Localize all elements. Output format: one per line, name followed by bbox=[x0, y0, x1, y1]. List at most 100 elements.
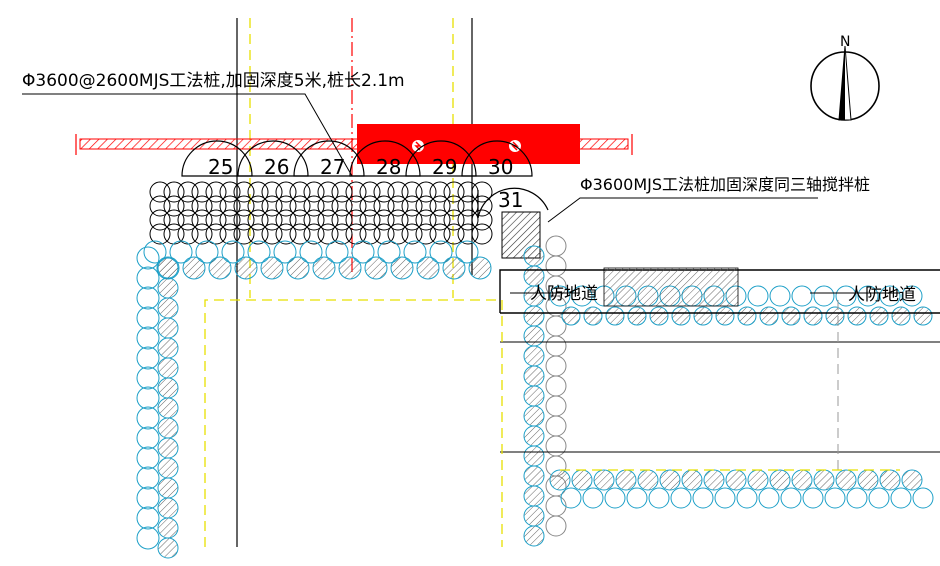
gray-pile bbox=[545, 255, 567, 277]
mixing-pile bbox=[303, 195, 325, 217]
gray-pile bbox=[545, 375, 567, 397]
red-pipeline bbox=[75, 124, 633, 164]
cyan-pile bbox=[648, 487, 670, 509]
cyan-pile bbox=[273, 240, 297, 264]
cyan-pile bbox=[747, 285, 769, 307]
hatched-pile bbox=[523, 485, 545, 507]
north-arrow-icon: N bbox=[810, 34, 880, 121]
mixing-pile bbox=[233, 195, 255, 217]
mixing-pile bbox=[331, 223, 353, 245]
pile-label-25: 25 bbox=[208, 155, 233, 179]
hatched-pile bbox=[157, 317, 179, 339]
hatched-pile bbox=[157, 417, 179, 439]
hatched-pile bbox=[693, 306, 713, 326]
mixing-pile bbox=[149, 209, 171, 231]
mixing-pile bbox=[261, 223, 283, 245]
mixing-pile bbox=[401, 223, 423, 245]
gray-pile bbox=[545, 495, 567, 517]
pile-label-29: 29 bbox=[432, 155, 457, 179]
gray-pile bbox=[545, 515, 567, 537]
mixing-pile bbox=[457, 181, 479, 203]
mixing-pile bbox=[373, 209, 395, 231]
hatched-pile bbox=[627, 306, 647, 326]
pile-label-27: 27 bbox=[320, 155, 345, 179]
mixing-pile bbox=[205, 223, 227, 245]
hatched-pile bbox=[390, 256, 414, 280]
mixing-pile bbox=[219, 209, 241, 231]
hatched-pile bbox=[442, 256, 466, 280]
hatched-pile bbox=[260, 256, 284, 280]
grid-lines bbox=[236, 18, 473, 547]
gray-pile bbox=[545, 355, 567, 377]
mixing-pile bbox=[289, 223, 311, 245]
hatched-pile bbox=[157, 357, 179, 379]
mixing-pile bbox=[317, 223, 339, 245]
mixing-pile bbox=[359, 209, 381, 231]
hatched-pile bbox=[523, 505, 545, 527]
hatched-pile bbox=[157, 437, 179, 459]
hatched-pile bbox=[549, 469, 571, 491]
cyan-pile bbox=[169, 240, 193, 264]
cyan-pile bbox=[692, 487, 714, 509]
mixing-pile bbox=[331, 209, 353, 231]
hatched-pile bbox=[759, 306, 779, 326]
mixing-pile bbox=[191, 181, 213, 203]
cyan-pile bbox=[136, 426, 160, 450]
hatched-pile bbox=[523, 405, 545, 427]
cyan-pile bbox=[813, 285, 835, 307]
cyan-pile bbox=[136, 346, 160, 370]
mixing-pile bbox=[457, 223, 479, 245]
cyan-pile bbox=[377, 240, 401, 264]
hatched-pile bbox=[571, 469, 593, 491]
mixing-pile bbox=[247, 195, 269, 217]
hatched-pile bbox=[649, 306, 669, 326]
mixing-pile bbox=[275, 195, 297, 217]
mixing-pile bbox=[205, 181, 227, 203]
mixing-pile bbox=[163, 195, 185, 217]
mixing-pile bbox=[149, 223, 171, 245]
cyan-pile bbox=[325, 240, 349, 264]
cyan-pile bbox=[626, 487, 648, 509]
mixing-pile bbox=[191, 223, 213, 245]
cyan-pile bbox=[835, 285, 857, 307]
cyan-pile bbox=[136, 286, 160, 310]
mixing-pile bbox=[191, 195, 213, 217]
pile-label-26: 26 bbox=[264, 155, 289, 179]
mixing-pile bbox=[233, 181, 255, 203]
pile-number-labels: 25 26 27 28 29 30 31 bbox=[208, 155, 523, 212]
hatched-pile bbox=[681, 469, 703, 491]
mixing-pile bbox=[401, 195, 423, 217]
mixing-pile bbox=[205, 209, 227, 231]
hatched-pile bbox=[523, 305, 545, 327]
hatched-pile bbox=[715, 306, 735, 326]
cyan-pile bbox=[758, 487, 780, 509]
pile-label-31: 31 bbox=[498, 188, 523, 212]
mixing-pile bbox=[261, 195, 283, 217]
hatched-pile bbox=[747, 469, 769, 491]
cyan-pile bbox=[802, 487, 824, 509]
hatched-pile bbox=[659, 469, 681, 491]
mixing-pile bbox=[247, 209, 269, 231]
hatched-pile bbox=[157, 297, 179, 319]
hatched-pile bbox=[157, 477, 179, 499]
mixing-pile bbox=[443, 195, 465, 217]
north-label: N bbox=[840, 34, 850, 50]
mixing-pile bbox=[317, 181, 339, 203]
mixing-pile bbox=[429, 209, 451, 231]
mixing-pile bbox=[149, 181, 171, 203]
cyan-pile bbox=[890, 487, 912, 509]
cyan-pile bbox=[299, 240, 323, 264]
mixing-pile bbox=[163, 181, 185, 203]
mixing-pile bbox=[345, 209, 367, 231]
hatched-pile bbox=[157, 277, 179, 299]
gray-pile bbox=[545, 235, 567, 257]
hatched-pile bbox=[157, 397, 179, 419]
mixing-pile bbox=[429, 181, 451, 203]
hatched-pile bbox=[637, 469, 659, 491]
hatched-pile bbox=[338, 256, 362, 280]
hatched-pile bbox=[835, 469, 857, 491]
mixing-pile bbox=[177, 181, 199, 203]
top-annotation-text: Φ3600@2600MJS工法桩,加固深度5米,桩长2.1m bbox=[22, 71, 405, 91]
cyan-pile bbox=[714, 487, 736, 509]
